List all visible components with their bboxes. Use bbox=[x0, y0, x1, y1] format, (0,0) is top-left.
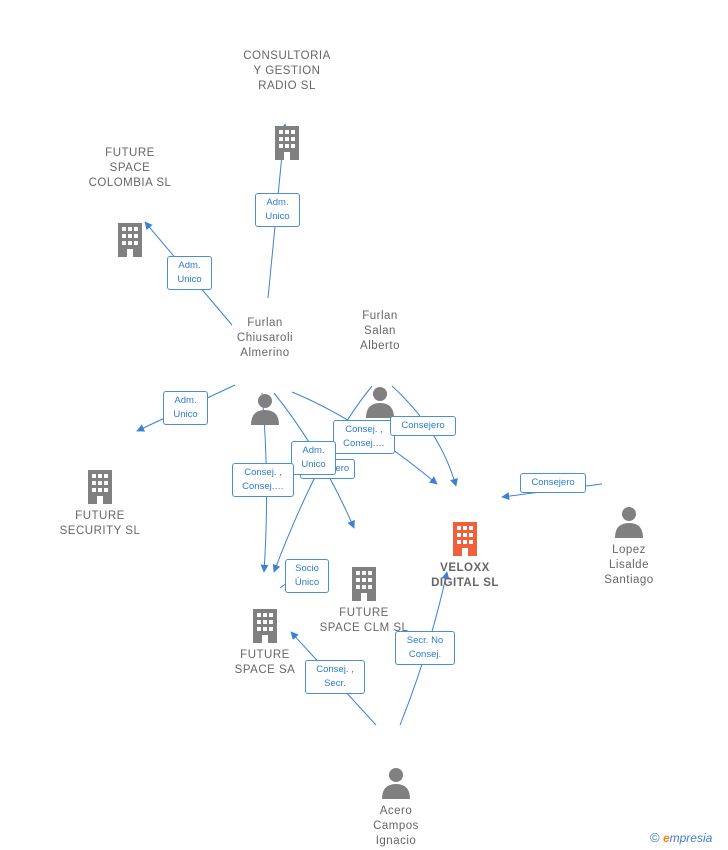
edge-label-consej[interactable]: Consej. , Consej.… bbox=[232, 463, 294, 497]
building-icon bbox=[115, 206, 145, 262]
node-name: VELOXX DIGITAL SL bbox=[431, 562, 499, 589]
edge-label-adm-unico[interactable]: Adm. Unico bbox=[255, 193, 300, 227]
person-icon bbox=[364, 369, 396, 423]
copyright-symbol: © bbox=[650, 830, 660, 845]
node-name: FUTURE SPACE SA bbox=[234, 649, 296, 676]
node-consultoria[interactable]: CONSULTORIA Y GESTION RADIO SL bbox=[232, 34, 342, 165]
edge-label-socio-unico[interactable]: Socio Único bbox=[285, 559, 329, 593]
node-furlan-chiusaroli[interactable]: Furlan Chiusaroli Almerino bbox=[210, 301, 320, 430]
node-name: Furlan Chiusaroli Almerino bbox=[236, 317, 294, 359]
edge-label-consej[interactable]: Consej. , Consej.… bbox=[333, 420, 395, 454]
node-lopez[interactable]: Lopez Lisalde Santiago bbox=[574, 474, 684, 603]
node-name: Acero Campos Ignacio bbox=[373, 805, 419, 847]
node-veloxx[interactable]: VELOXX DIGITAL SL bbox=[410, 490, 520, 606]
node-name: Lopez Lisalde Santiago bbox=[604, 544, 654, 586]
node-name: CONSULTORIA Y GESTION RADIO SL bbox=[243, 50, 331, 92]
person-icon bbox=[380, 750, 412, 804]
node-future-sa[interactable]: FUTURE SPACE SA bbox=[210, 577, 320, 693]
node-future-security[interactable]: FUTURE SECURITY SL bbox=[45, 438, 155, 554]
node-name: FUTURE SPACE COLOMBIA SL bbox=[88, 147, 172, 189]
edge-label-consejero[interactable]: Consejero bbox=[520, 473, 586, 493]
building-icon bbox=[450, 505, 480, 561]
edge-label-adm-unico[interactable]: Adm. Unico bbox=[163, 391, 208, 425]
node-future-colombia[interactable]: FUTURE SPACE COLOMBIA SL bbox=[75, 131, 185, 262]
edge-label-consejero[interactable]: Consejero bbox=[390, 416, 456, 436]
node-acero[interactable]: Acero Campos Ignacio bbox=[341, 735, 451, 850]
person-icon bbox=[613, 489, 645, 543]
building-icon bbox=[85, 453, 115, 509]
edge-label-adm-unico[interactable]: Adm. Unico bbox=[167, 256, 212, 290]
node-furlan-salan[interactable]: Furlan Salan Alberto bbox=[325, 294, 435, 423]
copyright-footer: © empresia bbox=[650, 830, 712, 845]
brand-logo-initial: e bbox=[662, 831, 670, 845]
edge-label-secr-no-consej[interactable]: Secr. No Consej. bbox=[395, 631, 455, 665]
person-icon bbox=[249, 376, 281, 430]
node-name: Furlan Salan Alberto bbox=[360, 310, 400, 352]
building-icon bbox=[349, 550, 379, 606]
node-name: FUTURE SECURITY SL bbox=[59, 510, 141, 537]
node-future-clm[interactable]: FUTURE SPACE CLM SL bbox=[309, 535, 419, 651]
edge-label-consej-secr[interactable]: Consej. , Secr. bbox=[305, 660, 365, 694]
building-icon bbox=[250, 592, 280, 648]
building-icon bbox=[272, 109, 302, 165]
brand-name: mpresia bbox=[669, 831, 713, 845]
edge-label-adm-unico[interactable]: Adm. Unico bbox=[291, 441, 336, 475]
